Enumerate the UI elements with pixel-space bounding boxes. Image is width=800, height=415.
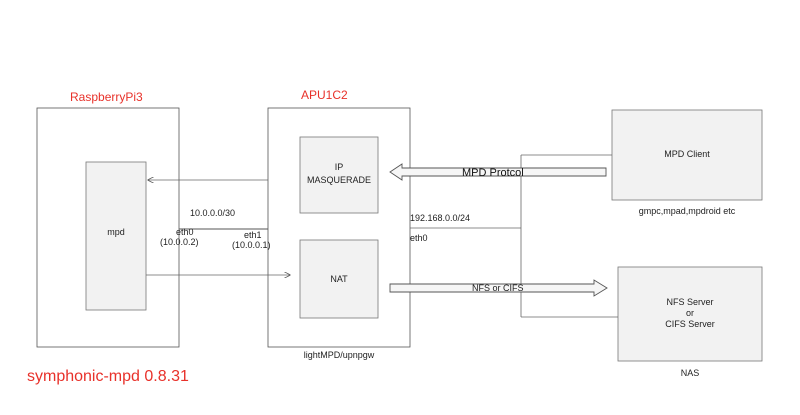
apu-title: APU1C2	[301, 88, 348, 102]
apu-eth1-ip: (10.0.0.1)	[232, 240, 271, 250]
nas-caption: NAS	[681, 368, 700, 378]
nas-line2: or	[686, 308, 694, 318]
nat-label: NAT	[330, 274, 348, 284]
raspberrypi-title: RaspberryPi3	[70, 90, 143, 104]
nas-box	[617, 266, 763, 362]
rpi-eth0-label: eth0	[176, 227, 194, 237]
mpd-client-box	[611, 109, 763, 201]
mpd-protocol-label: MPD Protcol	[462, 167, 524, 179]
mpd-client-label: MPD Client	[664, 149, 710, 159]
nas-line1: NFS Server	[666, 297, 713, 307]
mpd-label: mpd	[107, 227, 125, 237]
mpd-protocol-arrow	[389, 163, 607, 181]
subnet-outer-label: 192.168.0.0/24	[410, 213, 470, 223]
rpi-eth0-ip: (10.0.0.2)	[160, 237, 199, 247]
version-label: symphonic-mpd 0.8.31	[27, 368, 189, 385]
apu-eth0-label: eth0	[410, 233, 428, 243]
mpd-box	[85, 161, 147, 311]
subnet-inner-label: 10.0.0.0/30	[190, 208, 235, 218]
nat-box	[299, 239, 379, 319]
nfs-cifs-label: NFS or CIFS	[472, 283, 524, 293]
nas-line3: CIFS Server	[665, 319, 715, 329]
apu-eth1-label: eth1	[244, 230, 262, 240]
apu-caption: lightMPD/upnpgw	[304, 350, 375, 360]
mpd-client-caption: gmpc,mpad,mpdroid etc	[639, 206, 736, 216]
ip-masquerade-line2: MASQUERADE	[307, 175, 371, 185]
nfs-cifs-arrow	[389, 279, 608, 297]
ip-masquerade-box	[299, 136, 379, 214]
ip-masquerade-line1: IP	[335, 162, 344, 172]
